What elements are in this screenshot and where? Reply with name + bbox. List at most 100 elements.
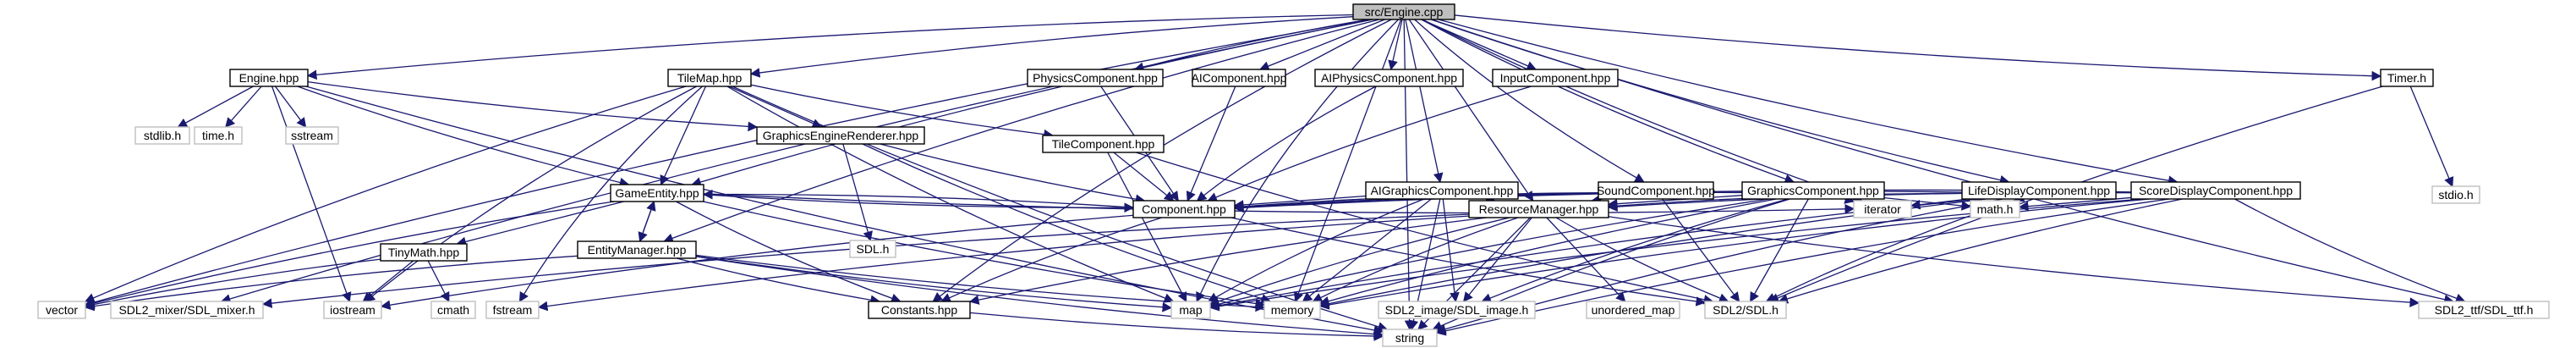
node-score[interactable]: ScoreDisplayComponent.hpp bbox=[2130, 181, 2301, 200]
edge-root-to-enginehpp bbox=[306, 14, 1354, 80]
node-input-label: InputComponent.hpp bbox=[1500, 71, 1611, 85]
node-cmath-label: cmath bbox=[437, 303, 469, 317]
node-ger-label: GraphicsEngineRenderer.hpp bbox=[763, 129, 919, 142]
node-mixer-box bbox=[110, 301, 264, 319]
node-sdlh-box bbox=[849, 240, 896, 258]
edge-tilecomp-to-component bbox=[1113, 152, 1175, 202]
edge-root-to-memory bbox=[1293, 19, 1402, 303]
node-aigfx-label: AIGraphicsComponent.hpp bbox=[1371, 184, 1514, 197]
node-sound[interactable]: SoundComponent.hpp bbox=[1597, 181, 1715, 200]
node-vector-box bbox=[37, 301, 86, 319]
node-ttf-label: SDL2_ttf/SDL_ttf.h bbox=[2435, 303, 2534, 317]
node-tinymath[interactable]: TinyMath.hpp bbox=[380, 243, 468, 262]
edge-resmgr-to-memory bbox=[1312, 217, 1519, 302]
edge-gameentity-to-vector bbox=[84, 201, 615, 308]
edge-score-to-sdl2sdl bbox=[1778, 198, 2183, 304]
node-enginehpp[interactable]: Engine.hpp bbox=[229, 69, 309, 87]
node-fstream-label: fstream bbox=[493, 303, 533, 317]
node-mixer-label: SDL2_mixer/SDL_mixer.h bbox=[118, 303, 255, 317]
node-component-label: Component.hpp bbox=[1142, 202, 1226, 216]
node-sdl2sdl-label: SDL2/SDL.h bbox=[1713, 303, 1779, 317]
edge-tilemap-to-tilecomp bbox=[750, 84, 1054, 140]
node-ger[interactable]: GraphicsEngineRenderer.hpp bbox=[756, 126, 925, 145]
edge-root-to-entitymgr bbox=[663, 19, 1380, 243]
node-aicomp-box bbox=[1192, 69, 1286, 87]
edge-tilecomp-to-map bbox=[1107, 152, 1187, 303]
node-gfxcomp[interactable]: GraphicsComponent.hpp bbox=[1741, 181, 1885, 200]
node-aicomp[interactable]: AIComponent.hpp bbox=[1192, 69, 1287, 87]
node-aiphys-label: AIPhysicsComponent.hpp bbox=[1321, 71, 1457, 85]
edge-root-to-ttf bbox=[1431, 19, 2454, 305]
node-memory-label: memory bbox=[1271, 303, 1314, 317]
node-component-box bbox=[1132, 200, 1236, 218]
node-ttf-box bbox=[2418, 301, 2550, 319]
node-tilemap[interactable]: TileMap.hpp bbox=[667, 69, 752, 87]
edge-enginehpp-to-ger bbox=[307, 80, 759, 132]
node-memory-box bbox=[1263, 301, 1321, 319]
node-physics-box bbox=[1027, 69, 1164, 87]
node-stdio-box bbox=[2431, 185, 2480, 204]
node-string-label: string bbox=[1395, 331, 1424, 345]
node-string-box bbox=[1382, 329, 1438, 347]
node-physics[interactable]: PhysicsComponent.hpp bbox=[1027, 69, 1164, 87]
node-life-label: LifeDisplayComponent.hpp bbox=[1968, 184, 2110, 197]
edge-resmgr-to-sdlimage bbox=[1462, 217, 1532, 302]
node-root-box bbox=[1352, 3, 1455, 20]
edge-aigfx-to-component bbox=[1233, 195, 1367, 210]
node-tinymath-box bbox=[380, 243, 468, 262]
node-gameentity[interactable]: GameEntity.hpp bbox=[610, 184, 704, 202]
node-vector: vector bbox=[37, 301, 86, 319]
node-map-label: map bbox=[1179, 303, 1202, 317]
node-life-box bbox=[1961, 181, 2117, 200]
node-enginehpp-label: Engine.hpp bbox=[239, 71, 299, 85]
node-tinymath-label: TinyMath.hpp bbox=[388, 246, 460, 259]
edge-tinymath-to-iostream bbox=[362, 260, 414, 302]
node-resmgr[interactable]: ResourceManager.hpp bbox=[1468, 200, 1609, 218]
node-resmgr-label: ResourceManager.hpp bbox=[1479, 202, 1599, 216]
node-root-label: src/Engine.cpp bbox=[1365, 5, 1444, 19]
edge-enginehpp-to-timeh bbox=[225, 86, 262, 128]
node-sstream: sstream bbox=[285, 126, 339, 145]
node-input[interactable]: InputComponent.hpp bbox=[1492, 69, 1619, 87]
node-fstream: fstream bbox=[485, 301, 540, 319]
node-unordered-box bbox=[1586, 301, 1680, 319]
edge-entitymgr-to-vector bbox=[84, 255, 578, 312]
node-entitymgr[interactable]: EntityManager.hpp bbox=[577, 240, 697, 259]
edge-timer-to-stdio bbox=[2409, 86, 2454, 188]
edge-resmgr-to-unordered bbox=[1546, 217, 1626, 302]
node-tilemap-box bbox=[667, 69, 752, 87]
edge-entitymgr-to-string bbox=[695, 256, 1384, 340]
edge-component-to-gameentity bbox=[702, 189, 1134, 208]
node-tilecomp-box bbox=[1042, 135, 1165, 153]
node-sdlimage-label: SDL2_image/SDL_image.h bbox=[1385, 303, 1529, 317]
edge-root-to-string bbox=[1403, 19, 1415, 331]
node-sstream-label: sstream bbox=[291, 129, 333, 142]
node-gfxcomp-box bbox=[1741, 181, 1885, 200]
node-sdlh-label: SDL.h bbox=[857, 242, 890, 256]
edge-tinymath-to-cmath bbox=[427, 260, 450, 303]
node-sstream-box bbox=[285, 126, 339, 145]
node-tilemap-label: TileMap.hpp bbox=[677, 71, 743, 85]
node-timer-box bbox=[2380, 69, 2434, 87]
node-aigfx[interactable]: AIGraphicsComponent.hpp bbox=[1365, 181, 1519, 200]
node-timer-label: Timer.h bbox=[2387, 71, 2426, 85]
node-aicomp-label: AIComponent.hpp bbox=[1192, 71, 1287, 85]
edge-constants-to-string bbox=[969, 312, 1384, 341]
node-aiphys[interactable]: AIPhysicsComponent.hpp bbox=[1314, 69, 1464, 87]
edge-aigfx-to-sdlimage bbox=[1442, 198, 1460, 303]
edge-entitymgr-to-map bbox=[695, 255, 1173, 312]
edge-tilemap-to-iostream bbox=[364, 86, 697, 302]
edge-enginehpp-to-gameentity bbox=[297, 86, 630, 188]
node-life[interactable]: LifeDisplayComponent.hpp bbox=[1961, 181, 2117, 200]
node-root[interactable]: src/Engine.cpp bbox=[1352, 3, 1455, 20]
node-iostream-label: iostream bbox=[330, 303, 375, 317]
edge-sound-to-sdl2sdl bbox=[1662, 198, 1740, 302]
node-constants[interactable]: Constants.hpp bbox=[868, 301, 971, 319]
node-timer[interactable]: Timer.h bbox=[2380, 69, 2434, 87]
node-component[interactable]: Component.hpp bbox=[1132, 200, 1236, 218]
node-gfxcomp-label: GraphicsComponent.hpp bbox=[1747, 184, 1879, 197]
node-tilecomp[interactable]: TileComponent.hpp bbox=[1042, 135, 1165, 153]
edge-root-to-life bbox=[1430, 19, 2010, 185]
edge-root-to-iterator bbox=[1422, 19, 1863, 203]
